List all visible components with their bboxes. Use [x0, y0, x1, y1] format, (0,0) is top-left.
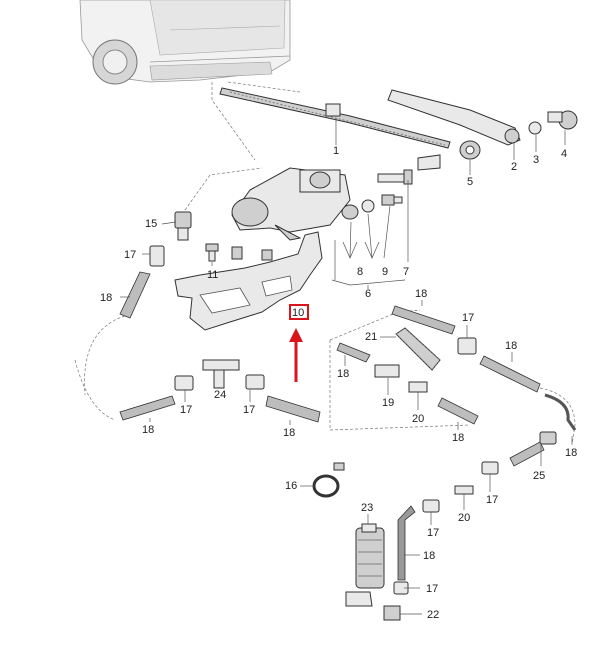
hose	[119, 271, 151, 319]
label-10: 10	[292, 307, 304, 319]
hose	[265, 395, 321, 423]
guide-line	[74, 359, 116, 421]
guide-line	[227, 81, 301, 93]
label-18: 18	[415, 288, 427, 300]
mounting-bracket	[174, 231, 323, 331]
wiper-motor	[231, 167, 351, 241]
washer-nozzle	[174, 211, 192, 241]
label-20: 20	[412, 413, 424, 425]
label-17: 17	[486, 494, 498, 506]
leader-line	[161, 221, 177, 225]
nut	[528, 121, 542, 135]
wiper-arm	[387, 89, 521, 146]
protective-sleeve	[395, 327, 441, 371]
guide-line	[84, 315, 126, 396]
label-17: 17	[180, 404, 192, 416]
hose-connector	[149, 245, 165, 267]
hose-connector	[174, 375, 194, 391]
label-21: 21	[365, 331, 377, 343]
hose	[437, 397, 479, 425]
label-16: 16	[285, 480, 297, 492]
hose-connector	[457, 337, 477, 355]
guide-line	[211, 82, 256, 161]
non-return-valve	[509, 431, 557, 467]
label-20: 20	[458, 512, 470, 524]
label-17: 17	[243, 404, 255, 416]
hose-clip	[312, 462, 345, 498]
guide-line	[329, 340, 471, 431]
t-connector	[202, 359, 240, 389]
label-25: 25	[533, 470, 545, 482]
callout-labels: 1 2 3 4 5 6 7 8 9 10 11 15 16 17 17 17 1…	[100, 145, 577, 621]
label-5: 5	[467, 176, 473, 188]
washer	[417, 154, 441, 171]
label-22: 22	[427, 609, 439, 621]
leader-line	[383, 205, 391, 259]
leader-line	[331, 279, 406, 286]
label-17: 17	[426, 583, 438, 595]
label-17: 17	[427, 527, 439, 539]
label-24: 24	[214, 389, 226, 401]
straight-connector	[454, 485, 474, 495]
label-18: 18	[565, 447, 577, 459]
hose-connector	[422, 499, 440, 513]
highlight-arrow-head	[289, 328, 303, 342]
label-6: 6	[365, 288, 371, 300]
label-7: 7	[403, 266, 409, 278]
hose-connector	[481, 461, 499, 475]
label-18: 18	[505, 340, 517, 352]
label-18: 18	[337, 368, 349, 380]
hose	[544, 393, 577, 431]
label-18: 18	[142, 424, 154, 436]
label-2: 2	[511, 161, 517, 173]
label-18: 18	[452, 432, 464, 444]
label-3: 3	[533, 154, 539, 166]
hose	[119, 395, 176, 421]
hose-coupling	[374, 364, 428, 393]
hose	[336, 342, 371, 363]
label-19: 19	[382, 397, 394, 409]
label-9: 9	[382, 266, 388, 278]
label-18: 18	[423, 550, 435, 562]
hose-connector	[245, 374, 265, 390]
guide-line	[539, 387, 576, 446]
label-8: 8	[357, 266, 363, 278]
label-17: 17	[462, 312, 474, 324]
label-15: 15	[145, 218, 157, 230]
hose	[397, 505, 416, 581]
highlight-box	[289, 304, 309, 320]
leader-line	[367, 213, 373, 259]
hose	[479, 355, 541, 393]
cover-cap	[547, 110, 578, 130]
spindle	[377, 169, 413, 185]
leader-line	[349, 221, 352, 259]
bolt	[205, 243, 219, 262]
vehicle-rear	[79, 0, 291, 85]
connector	[383, 605, 401, 621]
label-4: 4	[561, 148, 567, 160]
grommet	[459, 140, 481, 160]
label-17: 17	[124, 249, 136, 261]
hose	[391, 305, 456, 335]
wiper-blade	[219, 87, 451, 149]
small-parts	[341, 194, 403, 220]
guide-line	[184, 167, 263, 211]
label-1: 1	[333, 145, 339, 157]
label-18: 18	[283, 427, 295, 439]
washer-pump	[345, 523, 385, 607]
label-11: 11	[207, 269, 218, 281]
label-23: 23	[361, 502, 373, 514]
label-18: 18	[100, 292, 112, 304]
